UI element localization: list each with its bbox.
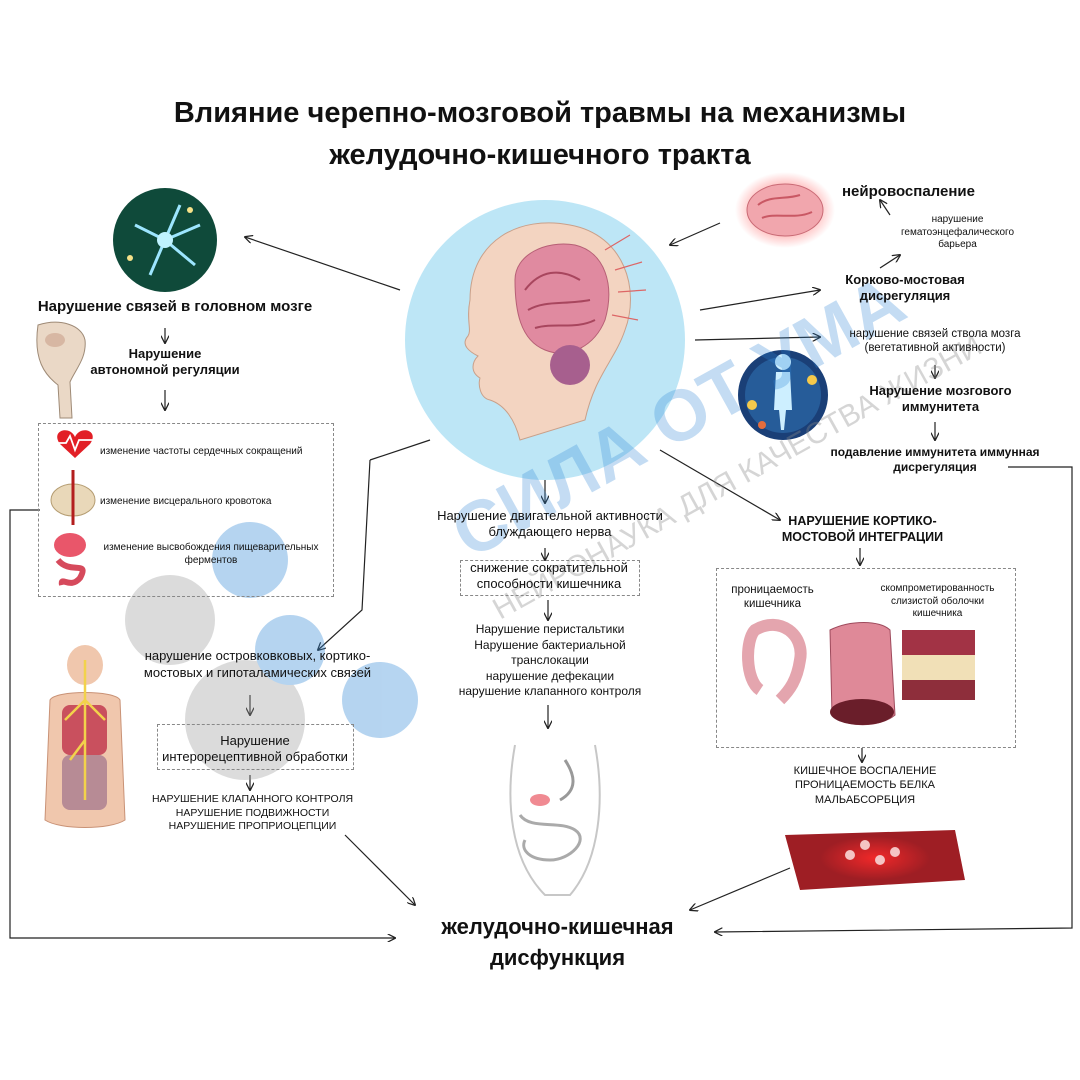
autonomic-regulation-disruption: Нарушение автономной регуляции: [90, 346, 240, 378]
autonomic-effects-box: [38, 423, 334, 597]
page-title: Влияние черепно-мозговой травмы на механ…: [173, 97, 907, 172]
contractility-box: [460, 560, 640, 596]
head-illustration-icon: [464, 222, 647, 441]
effect-item: транслокации: [511, 653, 589, 668]
immune-suppression: подавление иммунитета иммунная дисрегуля…: [830, 445, 1040, 474]
effect-item: Нарушение перистальтики: [475, 622, 625, 636]
effect-item: Нарушение бактериальной: [474, 637, 626, 652]
arrows: [9, 200, 1073, 938]
digestive-organs-icon: [54, 533, 86, 586]
valve-item: НАРУШЕНИЕ ПРОПРИОЦЕПЦИИ: [168, 820, 337, 833]
effect-item: нарушение дефекации: [485, 668, 615, 683]
digestive-enzyme-change: изменение высвобождения пищеварительных …: [103, 542, 319, 566]
nervous-system-body-icon: [44, 645, 126, 828]
intestinal-permeability: проницаемость кишечника: [731, 584, 814, 611]
spinal-cord-icon: [36, 321, 86, 419]
cortico-pontine-integration-disruption: НАРУШЕНИЕ КОРТИКО-МОСТОВОЙ ИНТЕГРАЦИИ: [781, 514, 944, 544]
inflamed-gut-tissue-icon: [785, 830, 965, 890]
inflammation-item: ПРОНИЦАЕМОСТЬ БЕЛКА: [794, 779, 936, 792]
gi-tract-torso-icon: [509, 744, 601, 896]
mucosa-layer-icon: [902, 630, 975, 700]
valve-item: НАРУШЕНИЕ КЛАПАННОГО КОНТРОЛЯ: [151, 793, 354, 805]
visceral-blood-flow-change: изменение висцерального кровотока: [100, 496, 272, 507]
intestine-section-icon: [829, 622, 896, 726]
mucosa-compromise: скомпрометированность слизистой оболочки…: [880, 583, 995, 619]
effect-item: нарушение клапанного контроля: [458, 684, 642, 699]
brain-immunity-disruption: Нарушение мозгового иммунитета: [869, 383, 1012, 415]
brain-links-disruption: Нарушение связей в головном мозге: [37, 298, 313, 315]
valve-motility-list: НАРУШЕНИЕ КЛАПАННОГО КОНТРОЛЯ НАРУШЕНИЕ …: [145, 793, 360, 834]
gi-dysfunction-result: желудочно-кишечная дисфункция: [441, 914, 674, 970]
neuroinflammation: нейровоспаление: [842, 183, 975, 200]
inflammation-item: КИШЕЧНОЕ ВОСПАЛЕНИЕ: [793, 765, 937, 777]
bbb-disruption: нарушение гематоэнцефалического барьера: [900, 214, 1015, 250]
inflammation-list: КИШЕЧНОЕ ВОСПАЛЕНИЕ ПРОНИЦАЕМОСТЬ БЕЛКА …: [780, 764, 950, 807]
center-effects-list: Нарушение перистальтики Нарушение бактер…: [430, 622, 670, 700]
colon-icon: [742, 618, 807, 705]
interoceptive-box: [157, 724, 354, 770]
cortico-pontine-dysregulation: Корково-мостовая дисрегуляция: [845, 272, 965, 304]
heart-rate-change: изменение частоты сердечных сокращений: [100, 446, 303, 457]
contractility-reduction: снижение сократительной способности кише…: [470, 560, 628, 592]
vagus-nerve-disruption: Нарушение двигательной активности блужда…: [437, 508, 663, 540]
immune-figure-icon: [738, 350, 828, 440]
inflammation-item: МАЛЬАБСОРБЦИЯ: [814, 793, 916, 806]
insular-connections-disruption: нарушение островковковых, кортико-мостов…: [143, 648, 372, 680]
watermark-shapes: [125, 522, 418, 780]
inflamed-brain-icon: [735, 172, 835, 248]
pelvis-organs-icon: [50, 470, 96, 525]
interoceptive-disruption: Нарушение интерорецептивной обработки: [162, 733, 348, 765]
brainstem-links-disruption: нарушение связей ствола мозга (вегетатив…: [849, 328, 1021, 355]
valve-item: НАРУШЕНИЕ ПОДВИЖНОСТИ: [175, 806, 330, 819]
heart-rate-icon: [56, 430, 94, 458]
intestine-box: [716, 568, 1016, 748]
